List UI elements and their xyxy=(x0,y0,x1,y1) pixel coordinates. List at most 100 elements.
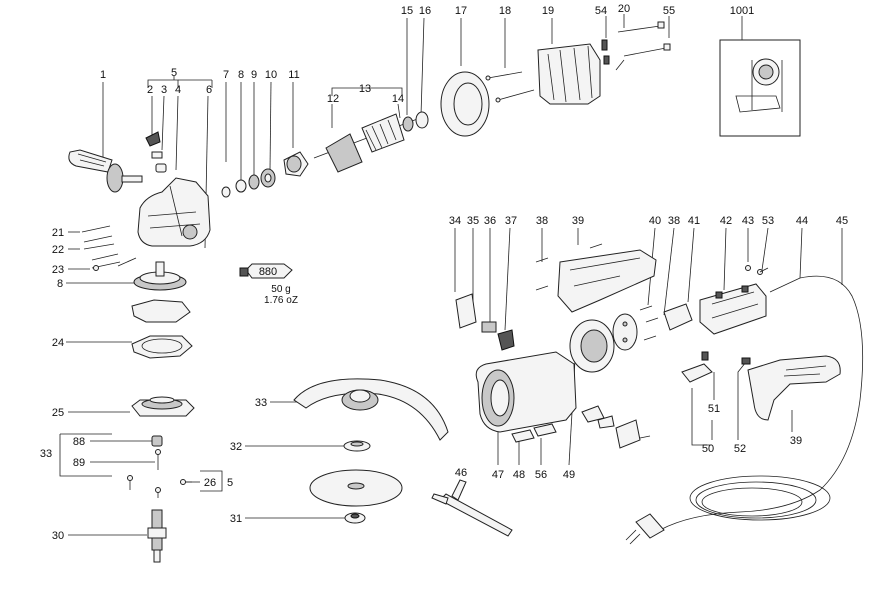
gaskets-24 xyxy=(131,299,193,359)
misc-parts xyxy=(581,405,651,449)
label-12: 12 xyxy=(327,93,339,105)
field-19 xyxy=(537,43,601,105)
label-11: 11 xyxy=(288,69,299,81)
label-33-guard: 33 xyxy=(255,397,267,409)
spindle-parts xyxy=(127,435,192,563)
handle-parts-2-3-4 xyxy=(145,131,167,173)
label-17: 17 xyxy=(455,5,467,17)
label-38-left: 38 xyxy=(536,215,548,227)
grease-weight-metric: 50 g xyxy=(271,284,290,295)
label-30: 30 xyxy=(52,530,64,542)
label-23: 23 xyxy=(52,264,64,276)
label-22: 22 xyxy=(52,244,64,256)
label-39-top: 39 xyxy=(572,215,584,227)
label-5-bottom: 5 xyxy=(227,477,233,489)
label-53: 53 xyxy=(762,215,774,227)
label-2: 2 xyxy=(147,84,153,96)
label-50: 50 xyxy=(702,443,714,455)
label-4: 4 xyxy=(175,84,181,96)
label-7: 7 xyxy=(223,69,229,81)
label-48: 48 xyxy=(513,469,525,481)
label-31: 31 xyxy=(230,513,242,525)
label-14: 14 xyxy=(392,93,404,105)
small-parts-34-37 xyxy=(455,293,515,351)
label-15: 15 xyxy=(401,5,413,17)
label-55: 55 xyxy=(663,5,675,17)
carbon-parts-20-54-55 xyxy=(601,21,671,71)
label-26: 26 xyxy=(204,477,216,489)
motor-housing-47 xyxy=(475,351,577,433)
label-18: 18 xyxy=(499,5,511,17)
side-handle xyxy=(68,149,143,193)
label-25: 25 xyxy=(52,407,64,419)
label-88: 88 xyxy=(73,436,85,448)
screws-18 xyxy=(485,71,535,103)
label-16: 16 xyxy=(419,5,431,17)
armature-12 xyxy=(313,113,421,173)
label-36: 36 xyxy=(484,215,496,227)
label-24: 24 xyxy=(52,337,64,349)
cable-44-45 xyxy=(625,275,864,545)
label-38-right: 38 xyxy=(668,215,680,227)
label-19: 19 xyxy=(542,5,554,17)
label-89: 89 xyxy=(73,457,85,469)
switch-assembly-42 xyxy=(699,283,767,335)
label-46: 46 xyxy=(455,467,467,479)
bearing-flange-25 xyxy=(131,396,195,417)
screws-43-53 xyxy=(745,265,769,275)
label-8-left: 8 xyxy=(57,278,63,290)
label-9: 9 xyxy=(251,69,257,81)
label-21: 21 xyxy=(52,227,64,239)
handle-shell-39 xyxy=(747,355,841,421)
grinding-disc xyxy=(309,469,403,507)
fan-baffle-49 xyxy=(569,319,615,373)
label-5-top: 5 xyxy=(171,67,177,79)
label-1001: 1001 xyxy=(730,5,754,17)
label-34: 34 xyxy=(449,215,461,227)
switch-parts-50-52 xyxy=(681,351,751,383)
inset-1001 xyxy=(719,16,801,137)
leader-lines xyxy=(59,14,843,536)
label-44: 44 xyxy=(796,215,808,227)
label-6: 6 xyxy=(206,84,212,96)
bearings-7-10 xyxy=(221,168,276,198)
label-54: 54 xyxy=(595,5,607,17)
stator-ring-17 xyxy=(440,71,490,137)
brush-holder-41 xyxy=(663,303,693,331)
label-3: 3 xyxy=(161,84,167,96)
label-51: 51 xyxy=(708,403,720,415)
grease-code: 880 xyxy=(259,266,277,278)
label-1: 1 xyxy=(100,69,106,81)
label-37: 37 xyxy=(505,215,517,227)
fan-11 xyxy=(283,151,309,177)
label-43: 43 xyxy=(742,215,754,227)
grease-tube xyxy=(239,263,293,279)
nut-31 xyxy=(344,512,366,524)
label-32: 32 xyxy=(230,441,242,453)
gear-housing xyxy=(137,177,211,247)
label-10: 10 xyxy=(265,69,277,81)
label-39-bottom: 39 xyxy=(790,435,802,447)
label-52: 52 xyxy=(734,443,746,455)
label-8-top: 8 xyxy=(238,69,244,81)
flange-32 xyxy=(343,440,371,452)
label-13: 13 xyxy=(359,83,371,95)
screws-38 xyxy=(535,243,659,341)
label-47: 47 xyxy=(492,469,504,481)
pin-wrench-46 xyxy=(431,479,513,537)
top-shell-39 xyxy=(557,249,657,313)
screws-21-22-23 xyxy=(81,225,137,271)
part-number-labels: 1 5 2 3 4 6 7 8 9 10 11 13 12 14 15 16 1… xyxy=(40,3,848,542)
wheel-guard-33 xyxy=(293,378,449,441)
label-20: 20 xyxy=(618,3,630,15)
label-33-left: 33 xyxy=(40,448,52,460)
label-42: 42 xyxy=(720,215,732,227)
label-41: 41 xyxy=(688,215,700,227)
labels-48-56 xyxy=(511,423,557,443)
label-35: 35 xyxy=(467,215,479,227)
label-56: 56 xyxy=(535,469,547,481)
grease-weight-imperial: 1.76 oZ xyxy=(264,295,298,306)
label-49: 49 xyxy=(563,469,575,481)
bearings-14-16 xyxy=(402,111,429,132)
